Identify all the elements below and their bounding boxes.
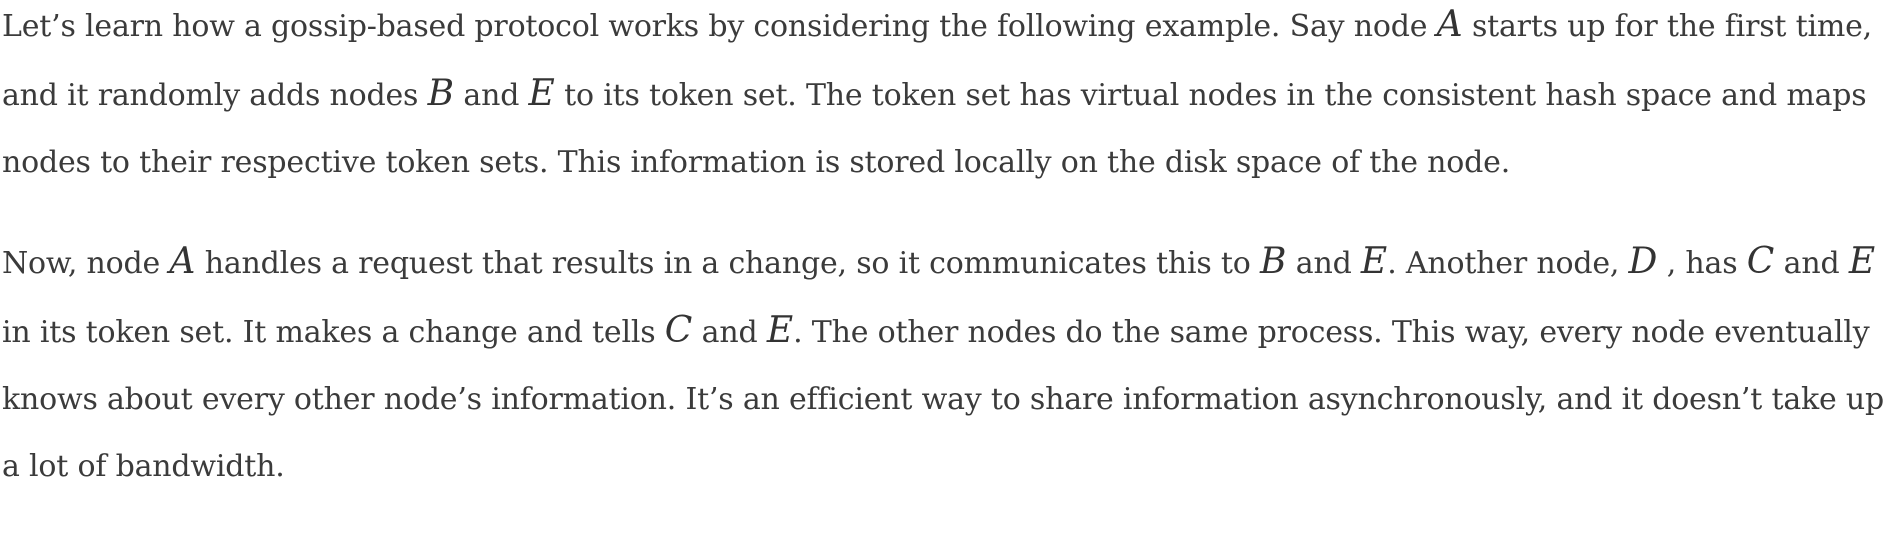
text-run: . The other nodes do the same process. T… xyxy=(2,315,1884,484)
text-run: and xyxy=(1286,246,1361,281)
math-variable-e: E xyxy=(528,73,555,114)
math-variable-d: D xyxy=(1628,241,1658,282)
text-run: handles a request that results in a chan… xyxy=(195,246,1260,281)
math-variable-c: C xyxy=(664,310,693,351)
text-run: . Another node, xyxy=(1387,246,1629,281)
math-variable-a: A xyxy=(169,241,196,282)
paragraph-gossip-propagation: Now, node A handles a request that resul… xyxy=(2,228,1888,500)
text-run: and xyxy=(692,315,767,350)
text-run: Let’s learn how a gossip-based protocol … xyxy=(2,9,1437,44)
text-run: and xyxy=(454,78,529,113)
math-variable-b: B xyxy=(427,73,455,114)
math-variable-e: E xyxy=(1360,241,1388,282)
text-run: in its token set. It makes a change and … xyxy=(2,315,665,350)
math-variable-b: B xyxy=(1259,241,1287,282)
text-run: starts up for the first time, and it ran… xyxy=(2,9,1872,113)
math-variable-c: C xyxy=(1746,241,1775,282)
text-run: and xyxy=(1774,246,1849,281)
text-run: to its token set. The token set has virt… xyxy=(2,78,1867,180)
paragraph-gossip-example: Let’s learn how a gossip-based protocol … xyxy=(2,0,1888,196)
article-body: Let’s learn how a gossip-based protocol … xyxy=(2,0,1888,500)
text-run: , has xyxy=(1657,246,1747,281)
math-variable-e: E xyxy=(766,310,794,351)
math-variable-e: E xyxy=(1848,241,1876,282)
math-variable-a: A xyxy=(1436,4,1463,45)
text-run: Now, node xyxy=(2,246,170,281)
